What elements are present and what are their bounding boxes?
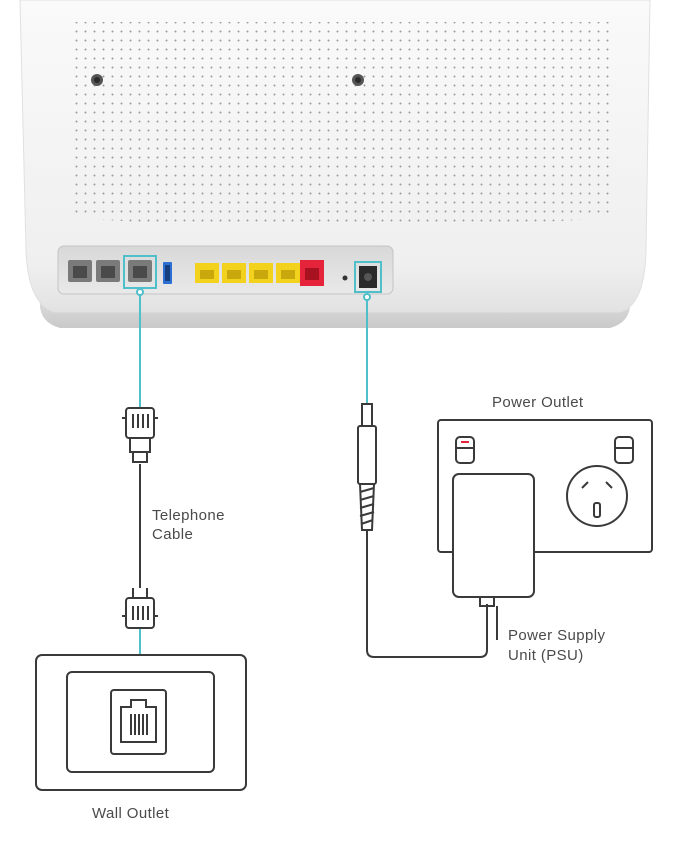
power-supply-unit-icon [452,473,535,607]
psu-label-line1: Power Supply [508,627,605,644]
wall-socket-icon [35,654,247,791]
telephone-plug-icon [122,588,158,629]
power-plug-icon [357,403,377,531]
wan-port-icon [300,260,324,286]
wall-outlet-label: Wall Outlet [92,805,170,822]
telephone-cable-label-line2: Cable [152,526,193,543]
phone-port-icon [96,260,120,282]
telephone-cable-label-line1: Telephone [152,507,225,524]
usb-port-icon [163,262,172,284]
router-icon [19,0,651,328]
psu-label-line2: Unit (PSU) [508,647,584,664]
power-cable [357,293,488,658]
telephone-plug-icon [122,407,158,463]
power-outlet-label: Power Outlet [492,394,584,411]
power-jack-icon [354,261,382,293]
ethernet-ports-icon [195,263,300,283]
dsl-port-icon [123,255,157,289]
telephone-cable [122,288,158,690]
phone-port-icon [68,260,92,282]
